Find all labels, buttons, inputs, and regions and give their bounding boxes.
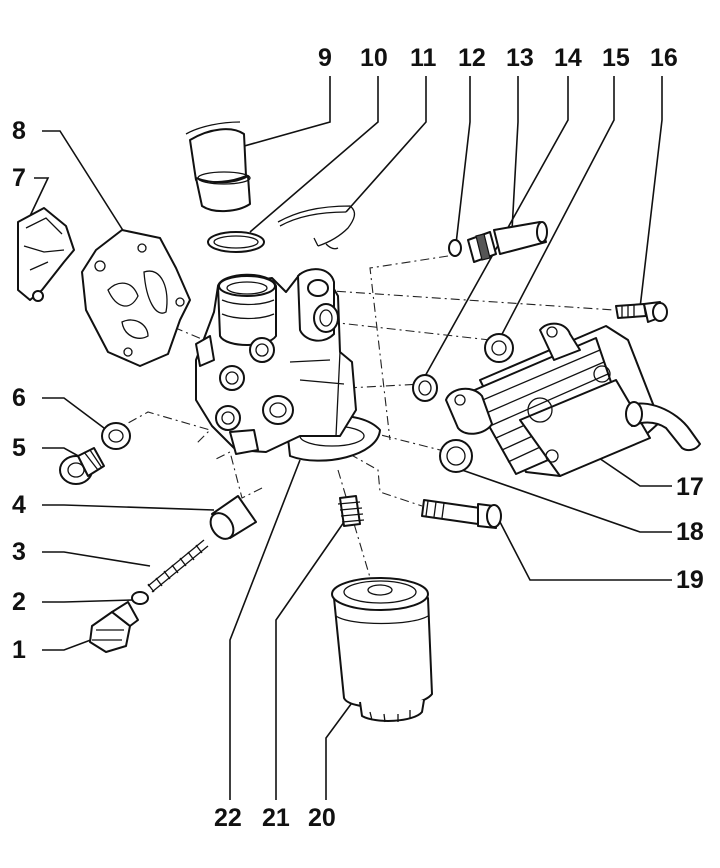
leader-19: [499, 521, 672, 581]
callout-9: 9: [318, 44, 332, 72]
leader-22: [229, 459, 301, 800]
assembly-axes: [103, 255, 615, 585]
spring-21: [337, 495, 365, 527]
gasket: [81, 229, 191, 367]
leader-13: [511, 76, 519, 231]
leader-8: [42, 130, 125, 233]
callout-12: 12: [458, 44, 486, 72]
leader-5: [42, 447, 83, 459]
leader-7: [29, 177, 50, 217]
seal-ring-2: [131, 591, 149, 605]
oil-pressure-switch: [448, 221, 548, 263]
axis-filter: [337, 469, 373, 585]
callout-labels: 1 2 3 4 5 6 7 8 9 10 11 12 13 14 15 16 1…: [12, 44, 704, 832]
callout-6: 6: [12, 384, 26, 412]
leader-3: [42, 551, 151, 567]
seal-ring-6: [101, 422, 131, 450]
axis-plug: [111, 411, 212, 445]
plug-5: [59, 447, 105, 485]
spring-3: [147, 539, 209, 593]
bracket: [17, 207, 75, 302]
callout-2: 2: [12, 588, 26, 616]
leader-15: [499, 76, 615, 339]
callout-1: 1: [12, 636, 26, 664]
bolt-16: [615, 301, 668, 323]
leader-17: [595, 455, 672, 487]
callout-11: 11: [410, 44, 437, 72]
callout-10: 10: [360, 44, 388, 72]
leader-21: [275, 521, 345, 800]
leader-1: [42, 637, 97, 651]
leader-9: [229, 76, 331, 151]
callout-19: 19: [676, 566, 704, 594]
piston-4: [209, 495, 257, 540]
callout-8: 8: [12, 117, 26, 145]
callout-18: 18: [676, 518, 704, 546]
leader-20: [325, 699, 355, 800]
callout-21: 21: [262, 804, 290, 832]
axis-bolt-16: [317, 289, 615, 311]
leader-lines: [29, 76, 672, 800]
leader-6: [42, 397, 105, 429]
axis-switch: [369, 255, 449, 441]
axis-piston: [213, 451, 263, 499]
callout-16: 16: [650, 44, 678, 72]
callout-20: 20: [308, 804, 336, 832]
sealing-plug-1: [89, 601, 139, 653]
callout-13: 13: [506, 44, 534, 72]
leader-2: [42, 599, 133, 603]
callout-17: 17: [676, 473, 704, 501]
axis-seal-15: [329, 321, 491, 341]
leader-11: [345, 76, 427, 213]
callout-22: 22: [214, 804, 242, 832]
oil-cooler-17: [445, 322, 701, 477]
hose: [185, 121, 251, 212]
callout-7: 7: [12, 164, 26, 192]
axis-gasket: [103, 297, 205, 341]
bolt-19: [421, 499, 502, 529]
leader-4: [42, 504, 215, 511]
callout-4: 4: [12, 491, 26, 519]
leader-16: [639, 76, 663, 309]
callout-14: 14: [554, 44, 582, 72]
filter-bracket-housing: [195, 268, 381, 462]
callout-3: 3: [12, 538, 26, 566]
callout-15: 15: [602, 44, 630, 72]
callout-5: 5: [12, 434, 26, 462]
o-ring-10: [207, 231, 265, 253]
retaining-clip: [277, 205, 356, 250]
leader-10: [249, 76, 379, 233]
leader-18: [461, 469, 672, 533]
seals-14-15-18: [412, 333, 514, 473]
leader-12: [455, 76, 471, 245]
oil-filter-20: [331, 577, 433, 723]
leader-14: [423, 76, 569, 379]
